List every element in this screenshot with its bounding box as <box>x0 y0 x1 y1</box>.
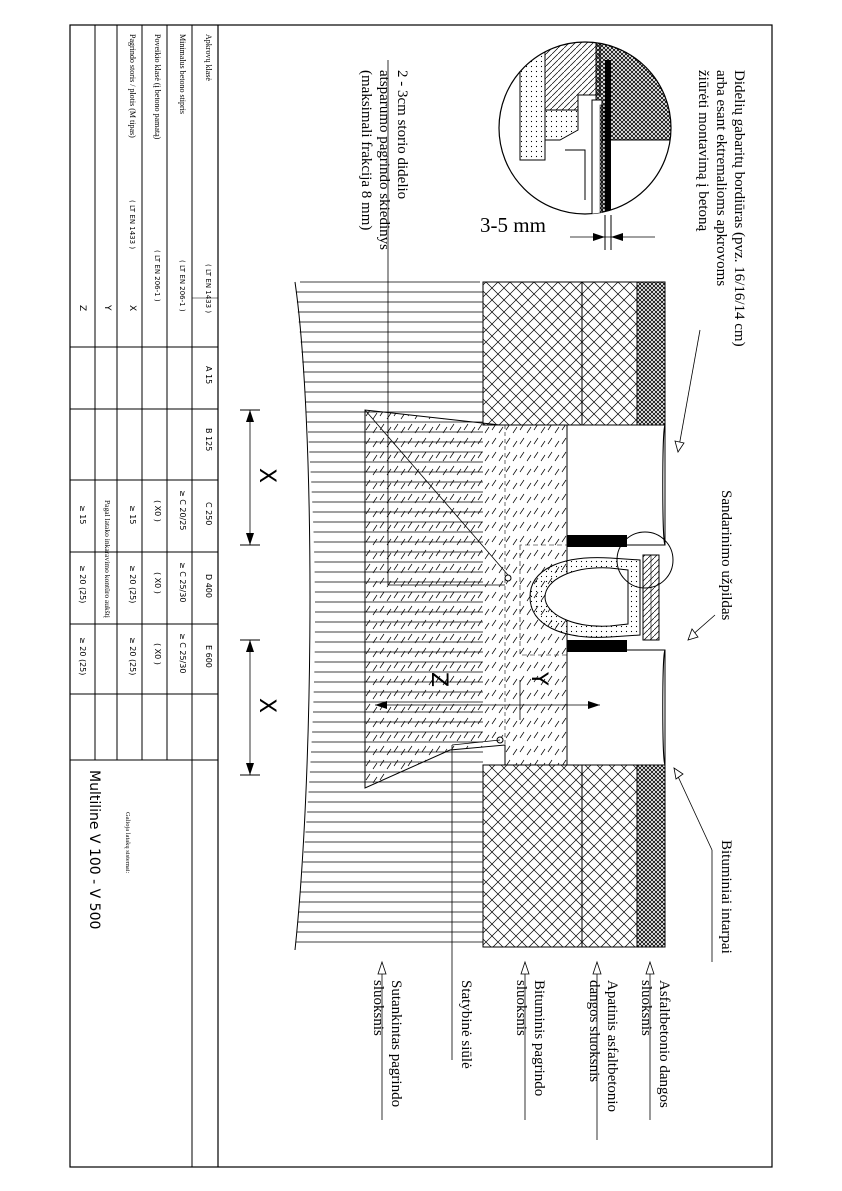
z-c250: ≥ 15 <box>78 505 87 524</box>
callout-texts: Didelių gabaritų bordiūras (pvz. 16/16/1… <box>358 70 747 1112</box>
system-title: Multiline V 100 - V 500 <box>86 770 102 929</box>
spec-table: Apkrovų klasė ( LT EN 1433 ) Minimalus b… <box>70 25 218 1167</box>
class-b125: B 125 <box>204 428 213 451</box>
dim-z: Z <box>426 672 451 687</box>
sheet-border <box>69 24 773 1168</box>
dim-y: Y <box>526 671 551 686</box>
row-label-z: Z <box>77 305 87 311</box>
leaders <box>377 60 716 1140</box>
valid-label: Galioja latakų sistemai: <box>124 812 131 874</box>
note-large-curbs-1: Didelių gabaritų bordiūras (pvz. 16/16/1… <box>731 70 747 347</box>
row-std-load: ( LT EN 1433 ) <box>204 264 212 313</box>
note-gravel-1: 2 - 3cm storio didelio <box>394 70 410 199</box>
row-label-load-class: Apkrovų klasė <box>204 34 213 81</box>
note-bitumen-inserts: Bituminiai intarpai <box>718 840 734 954</box>
note-large-curbs-3: žiūrėti montavimą į betoną <box>695 70 711 232</box>
class-d400: D 400 <box>204 574 213 598</box>
detail-view: 3-5 mm <box>480 41 672 250</box>
x-d400: ≥ 20 (25) <box>128 565 137 603</box>
row-label-min-strength: Minimalus betono stipris <box>178 34 187 114</box>
note-bitumen-base-1: Bituminis pagrindo <box>531 980 547 1096</box>
row-label-exposure: Poveikio klasė (į betono pamatą) <box>153 34 162 140</box>
y-note: Pagal latako inkaravimo kontūro aukštį <box>103 500 112 618</box>
note-asphalt-top-1: Asfaltbetonio dangos <box>656 980 672 1108</box>
note-compacted-base-1: Sutankintas pagrindo <box>388 980 404 1107</box>
dim-x-right: X <box>254 698 279 713</box>
cross-section: X X Z Y <box>240 281 674 951</box>
dim-x-left: X <box>254 468 279 483</box>
class-e600: E 600 <box>204 645 213 668</box>
note-asphalt-bottom-2: dangos sluoksnis <box>586 980 602 1082</box>
x-e600: ≥ 20 (25) <box>128 637 137 675</box>
x-c250: ≥ 15 <box>128 505 137 524</box>
row-std-thickness: ( LT EN 1433 ) <box>128 200 136 249</box>
class-c250: C 250 <box>204 502 213 525</box>
strength-c250: ≥ C 20/25 <box>178 490 187 530</box>
row-label-thickness: Pagrindo storis / plotis (M tipas) <box>128 34 137 138</box>
note-sealant: Sandarinimo užpildas <box>718 490 734 621</box>
row-std-exposure: ( LT EN 206-1 ) <box>153 250 161 302</box>
note-gravel-3: (maksimali frakcija 8 mm) <box>358 70 374 230</box>
gap-label: 3-5 mm <box>480 213 546 237</box>
strength-d400: ≥ C 25/30 <box>178 562 187 602</box>
note-compacted-base-2: sluoksnis <box>370 980 386 1036</box>
z-e600: ≥ 20 (25) <box>78 637 87 675</box>
note-bitumen-base-2: sluoksnis <box>513 980 529 1036</box>
class-a15: A 15 <box>204 366 213 384</box>
note-asphalt-bottom-1: Apatinis asfaltbetonio <box>604 980 620 1112</box>
exposure-d400: ( X0 ) <box>153 572 162 594</box>
note-large-curbs-2: arba esant ektremalioms apkrovoms <box>713 70 729 286</box>
note-asphalt-top-2: sluoksnis <box>638 980 654 1036</box>
row-std-strength: ( LT EN 206-1 ) <box>178 260 186 312</box>
exposure-c250: ( X0 ) <box>153 500 162 522</box>
row-label-x: X <box>127 305 137 311</box>
row-label-y: Y <box>102 304 112 311</box>
z-d400: ≥ 20 (25) <box>78 565 87 603</box>
note-gravel-2: atsparumo pagrindo skiedinys <box>376 70 392 250</box>
exposure-e600: ( X0 ) <box>153 643 162 665</box>
strength-e600: ≥ C 25/30 <box>178 633 187 673</box>
note-construction-joint: Statybinė siūlė <box>458 980 474 1069</box>
